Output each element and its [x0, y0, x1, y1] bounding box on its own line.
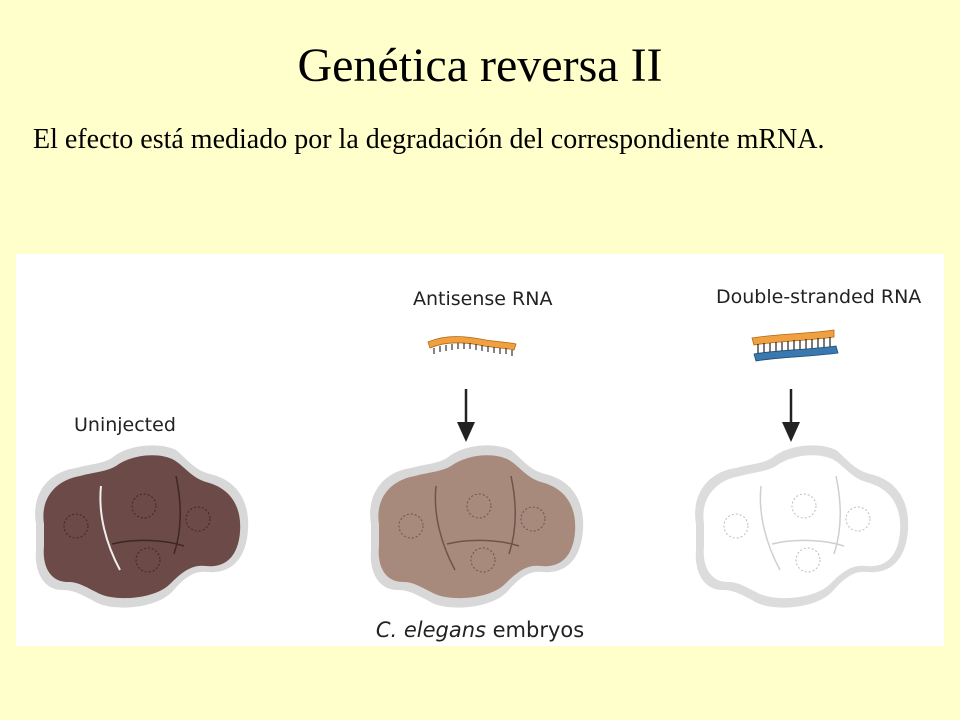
figure-caption: C. elegans embryos [16, 618, 944, 642]
antisense-rna-strand [427, 336, 517, 356]
double-stranded-label: Double-stranded RNA [716, 286, 922, 308]
double-stranded-rna [751, 329, 839, 362]
antisense-arrow [457, 389, 475, 442]
antisense-embryo [370, 445, 584, 608]
caption-species: C. elegans [375, 618, 486, 642]
rnai-figure: Uninjected Antisense RNA Double-stranded… [16, 254, 944, 646]
caption-rest: embryos [485, 618, 585, 642]
figure-artwork [35, 329, 909, 608]
uninjected-embryo [35, 445, 249, 608]
uninjected-label: Uninjected [74, 414, 176, 436]
dsrna-arrow [782, 389, 800, 442]
dsrna-embryo [695, 445, 909, 608]
slide-body-text: El efecto está mediado por la degradació… [33, 124, 825, 155]
antisense-label: Antisense RNA [413, 288, 553, 310]
slide-title: Genética reversa II [297, 39, 663, 92]
